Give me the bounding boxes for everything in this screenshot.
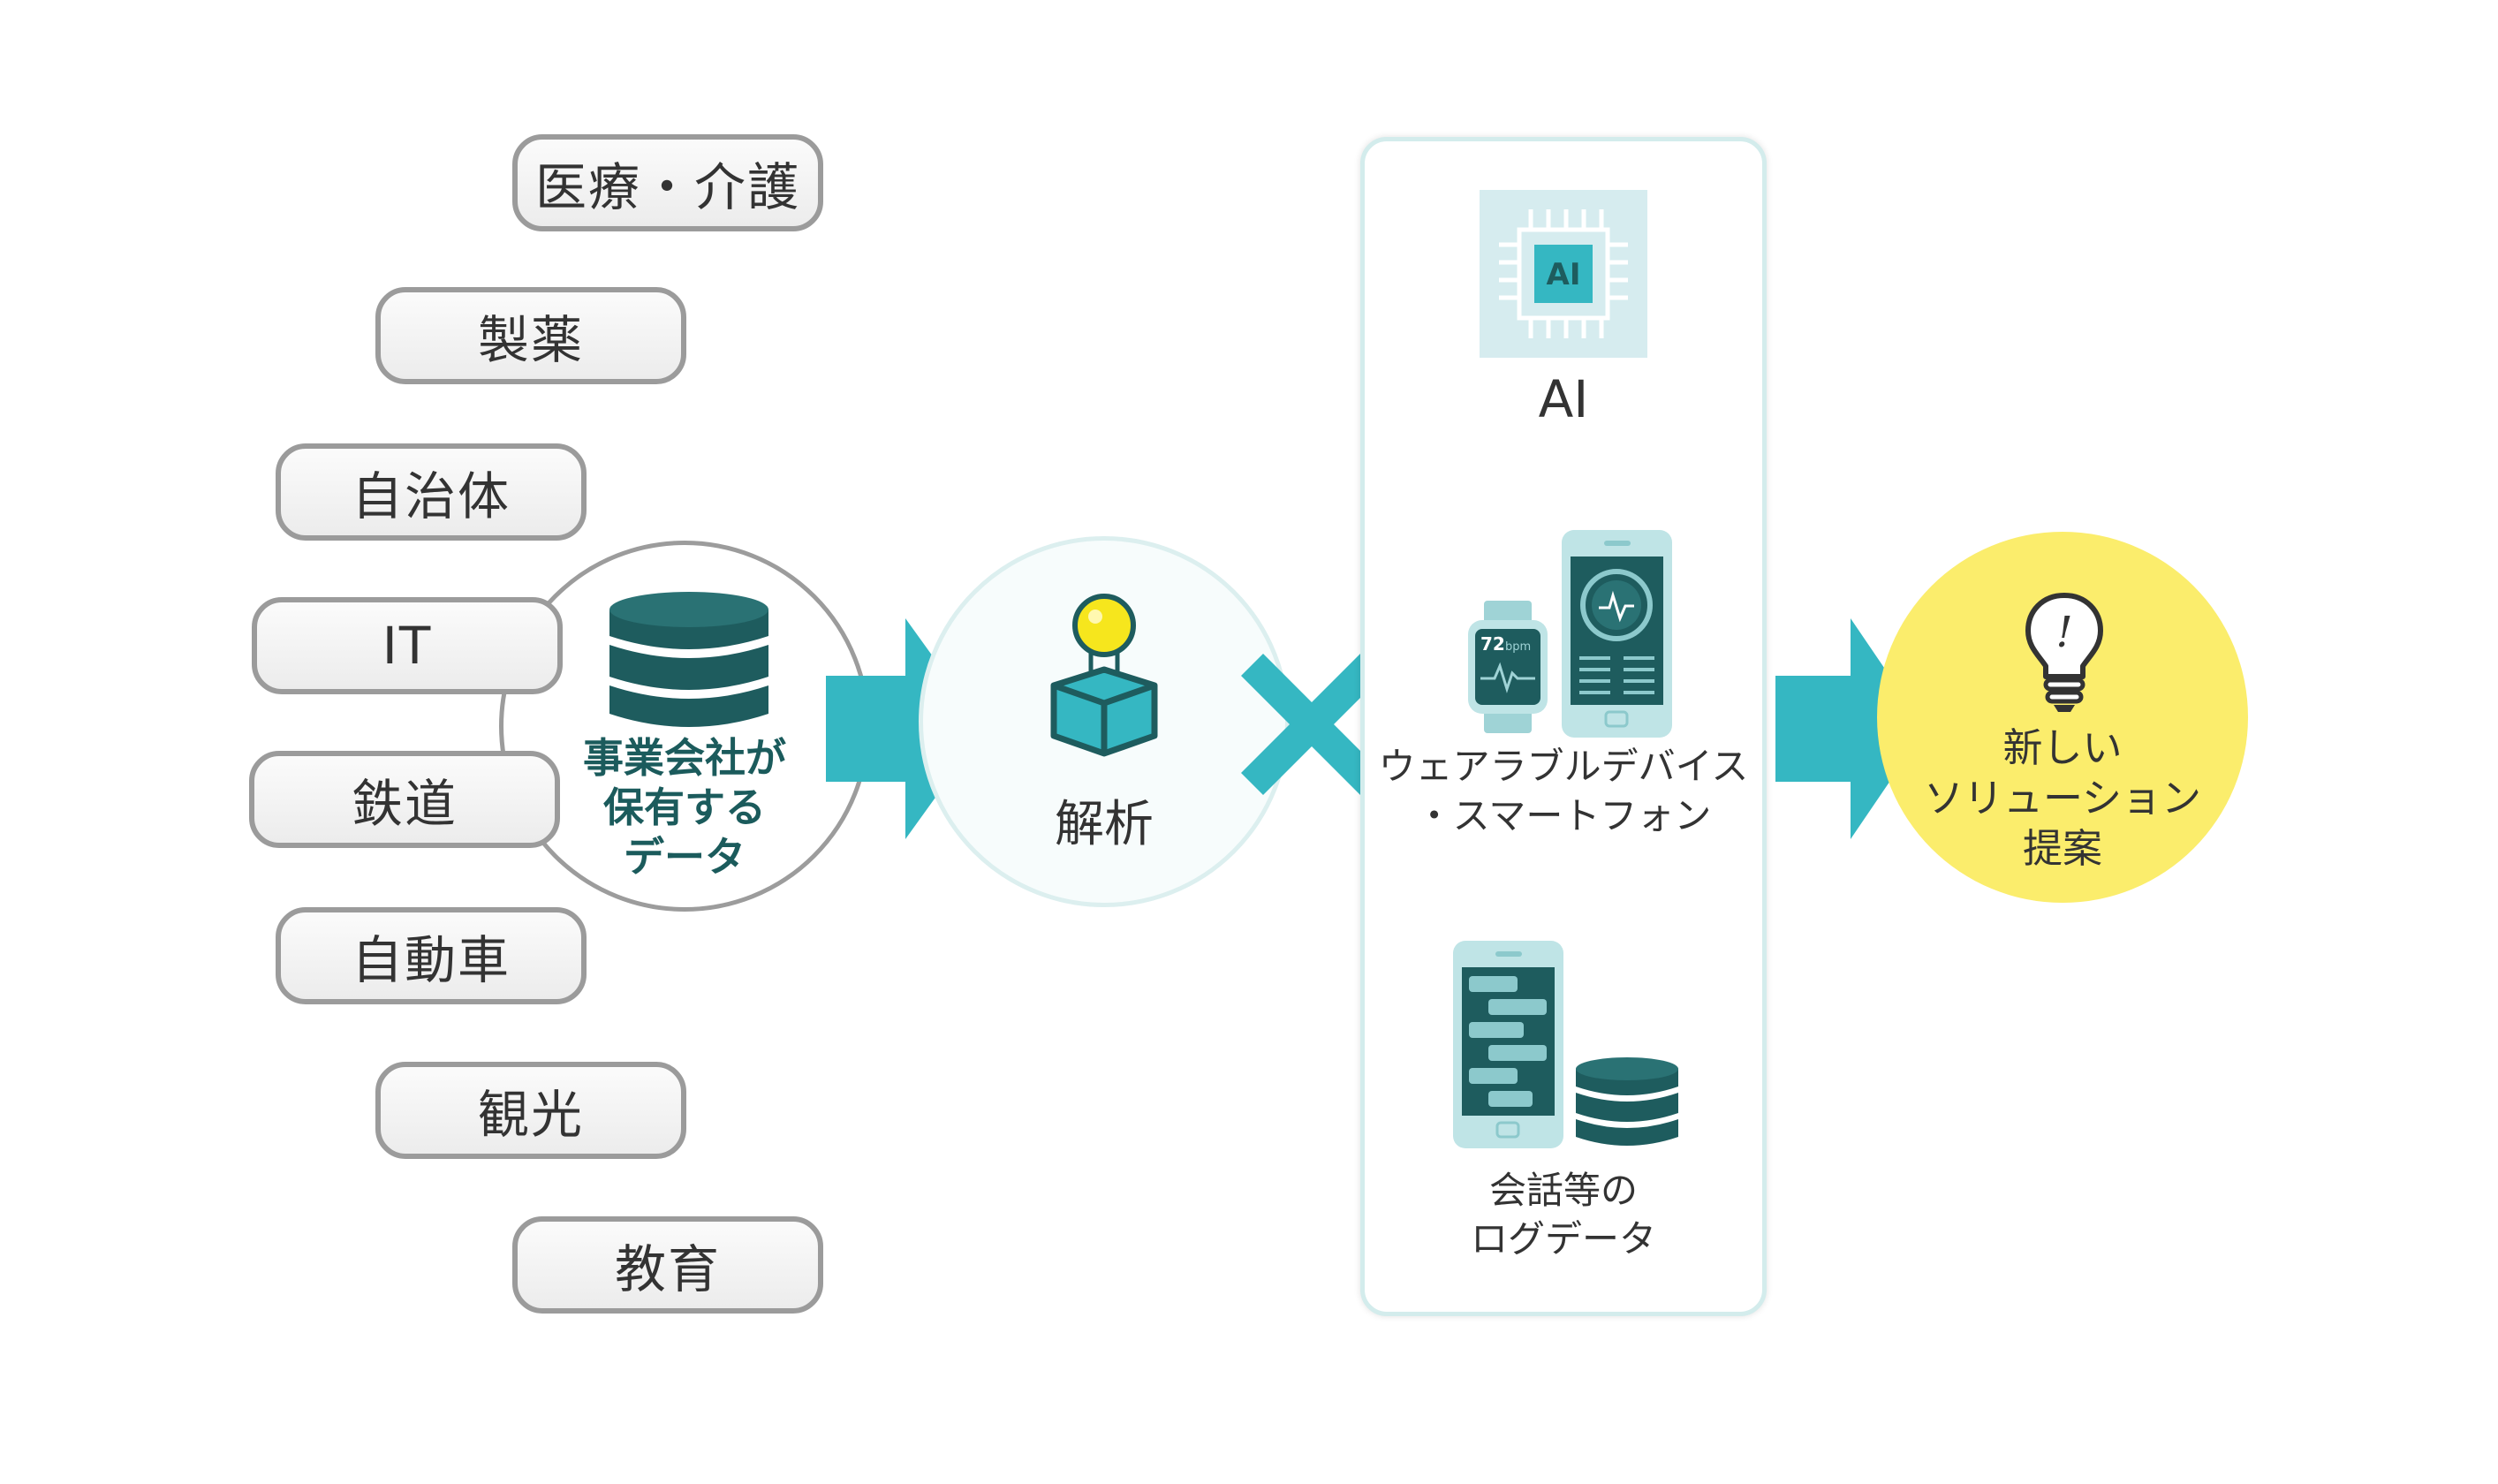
lightbulb-icon: ! [2025, 593, 2103, 712]
ai-label: AI [1538, 369, 1589, 429]
solution-label: 新しい ソリューション 提案 [1923, 724, 2202, 872]
company-data-label: 事業会社が 保有する データ [583, 734, 786, 881]
ai-chip-icon: AI [1480, 190, 1647, 358]
bulb-mark: ! [2055, 608, 2072, 657]
smartphone-icon [1562, 530, 1672, 738]
industry-pill-it: IT [252, 597, 563, 694]
database-icon [609, 592, 768, 727]
industry-pill-tourism: 観光 [375, 1062, 686, 1159]
smartwatch-icon: 72 bpm [1468, 601, 1548, 733]
industry-pill-railway: 鉄道 [249, 751, 560, 848]
watch-unit: bpm [1505, 640, 1531, 654]
wearable-label: ウェアラブルデバイス ・スマートフォン [1378, 745, 1749, 837]
industry-pill-education: 教育 [512, 1216, 823, 1314]
ai-chip-text: AI [1547, 257, 1581, 292]
industry-pill-medical: 医療・介護 [512, 134, 823, 231]
industry-pill-municipality: 自治体 [276, 443, 587, 541]
industry-pill-pharma: 製薬 [375, 287, 686, 384]
analysis-label: 解析 [1055, 796, 1154, 853]
log-database-icon [1576, 1057, 1678, 1146]
idea-book-icon [1050, 594, 1158, 757]
cross-icon [1241, 654, 1382, 795]
log-data-label: 会話等の ログデータ [1470, 1169, 1656, 1261]
chat-phone-icon [1453, 941, 1563, 1148]
watch-reading: 72 [1480, 633, 1505, 655]
industry-pill-automobile: 自動車 [276, 907, 587, 1004]
